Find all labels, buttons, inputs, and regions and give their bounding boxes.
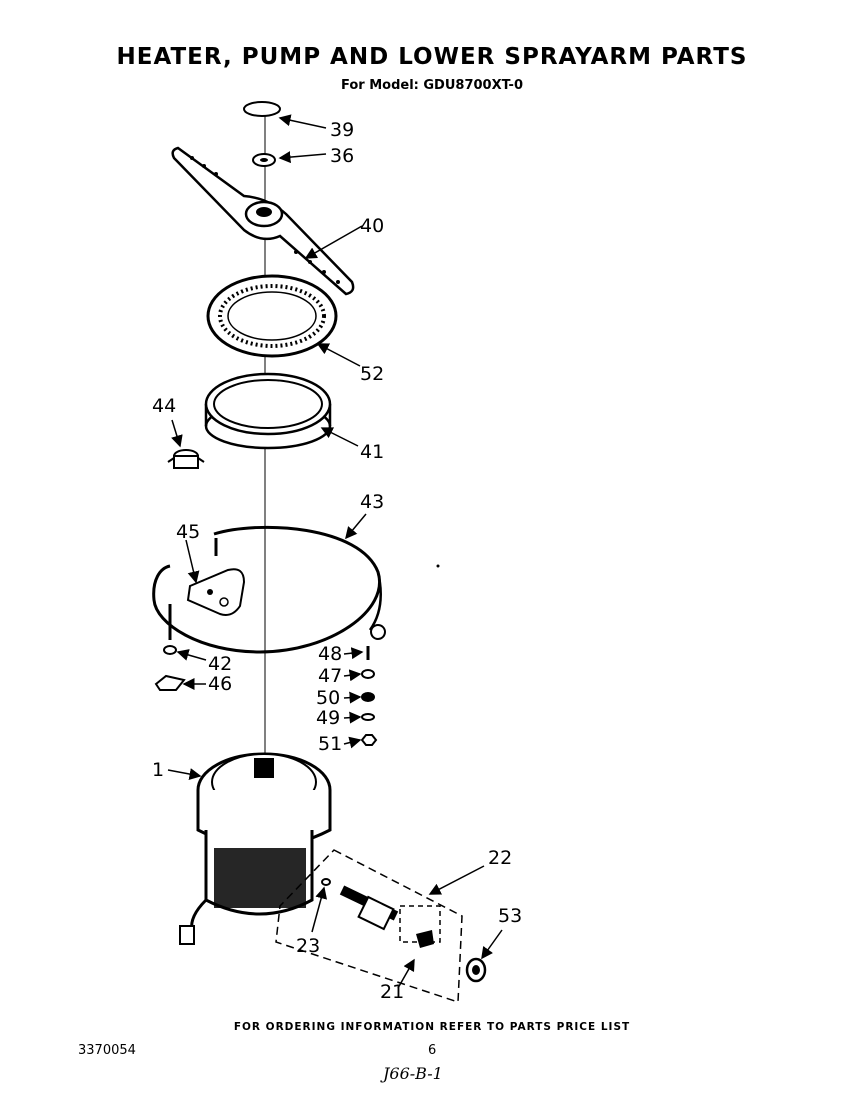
part-1-pump-motor-assembly[interactable]: [179, 752, 332, 945]
part-53-nut[interactable]: [465, 957, 487, 983]
callout-1: 1: [152, 759, 164, 781]
part-44-clip[interactable]: [167, 449, 205, 469]
callout-22: 22: [488, 847, 512, 869]
part-40-lower-sprayarm[interactable]: [171, 146, 355, 296]
callout-46: 46: [208, 673, 232, 695]
part-21-heater-probe[interactable]: [339, 885, 441, 948]
page-number: 6: [428, 1043, 437, 1058]
callout-45: 45: [176, 521, 200, 543]
ordering-info-note: FOR ORDERING INFORMATION REFER TO PARTS …: [233, 1021, 631, 1033]
callout-23: 23: [296, 935, 320, 957]
part-23-o-ring[interactable]: [321, 878, 331, 886]
part-41-filter-housing[interactable]: [204, 372, 332, 450]
part-45-heater-bracket[interactable]: [186, 538, 246, 616]
callout-41: 41: [360, 441, 384, 463]
part-22-heater-kit-group: [275, 849, 463, 1004]
part-36-nut[interactable]: [252, 153, 276, 167]
callout-53: 53: [498, 905, 522, 927]
page-title: HEATER, PUMP AND LOWER SPRAYARM PARTS: [116, 44, 748, 70]
callout-21: 21: [380, 981, 404, 1003]
model-subtitle: For Model: GDU8700XT-0: [340, 78, 523, 93]
callout-49: 49: [316, 707, 340, 729]
document-number: 3370054: [78, 1043, 136, 1058]
part-52-filter-ring[interactable]: [206, 274, 338, 358]
callout-40: 40: [360, 215, 384, 237]
callout-44: 44: [152, 395, 176, 417]
part-42-washer[interactable]: [163, 604, 177, 655]
callout-36: 36: [330, 145, 354, 167]
callout-47: 47: [318, 665, 342, 687]
callout-leaders: [167, 114, 503, 989]
part-50-washer[interactable]: [361, 692, 375, 702]
callout-50: 50: [316, 687, 340, 709]
part-46-terminal-bracket[interactable]: [154, 674, 186, 691]
callout-51: 51: [318, 733, 342, 755]
part-49-washer[interactable]: [361, 713, 375, 721]
part-39-cap[interactable]: [243, 101, 281, 117]
part-47-washer[interactable]: [361, 669, 375, 679]
part-43-heater-element[interactable]: [152, 525, 440, 654]
callout-42: 42: [208, 653, 232, 675]
callout-39: 39: [330, 119, 354, 141]
handwritten-note: J66-B-1: [383, 1064, 443, 1083]
callout-43: 43: [360, 491, 384, 513]
callout-52: 52: [360, 363, 384, 385]
callout-48: 48: [318, 643, 342, 665]
part-51-nut[interactable]: [360, 734, 378, 746]
